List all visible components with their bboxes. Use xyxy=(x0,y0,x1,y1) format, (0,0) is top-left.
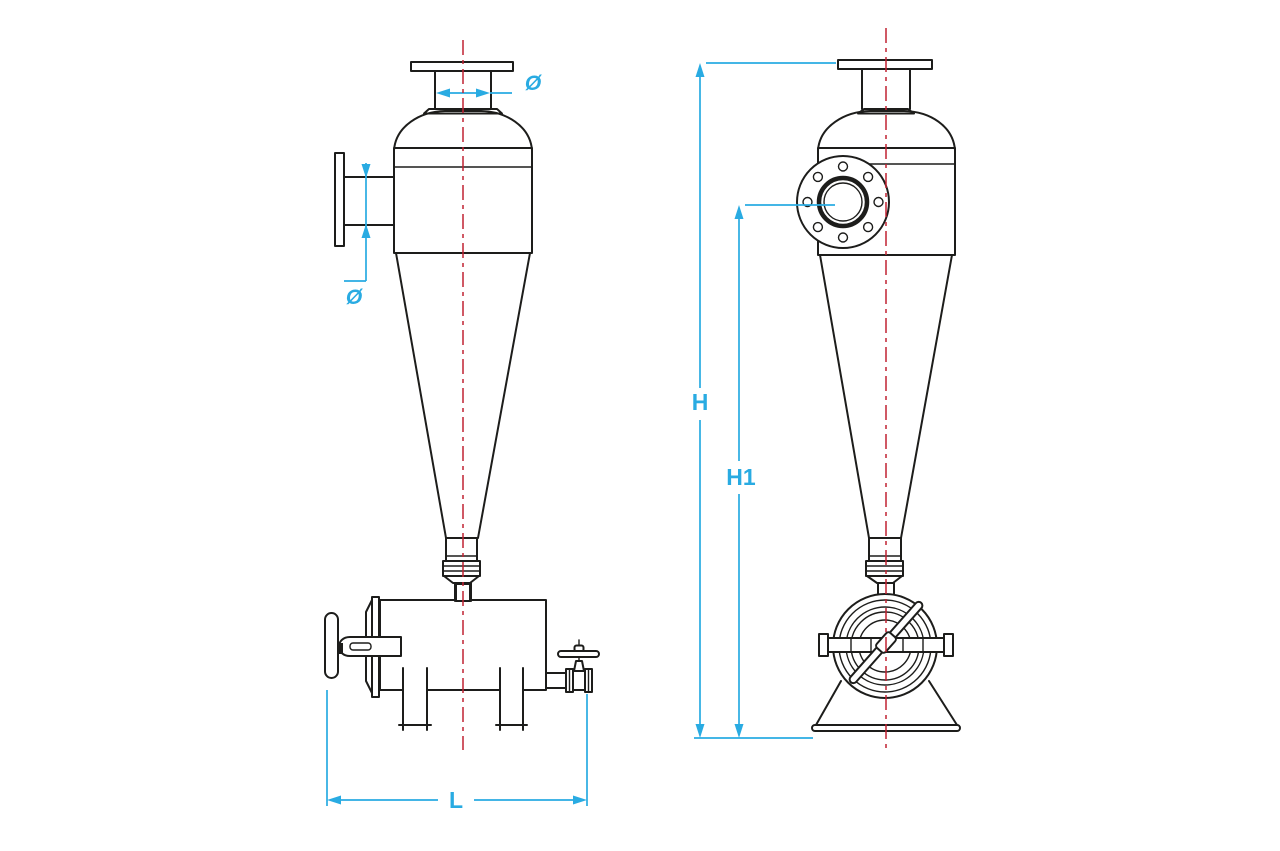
vessel-legs xyxy=(398,667,528,731)
dim-inlet-nozzle-diameter: Ø xyxy=(344,163,371,309)
dim-top-nozzle-diameter: Ø xyxy=(436,72,542,98)
drain-nozzle xyxy=(545,672,568,689)
top-flange-front xyxy=(410,61,514,72)
closure-davit-arm xyxy=(338,636,402,657)
cone-front xyxy=(395,252,531,539)
cyclone-side-view xyxy=(796,59,961,732)
drain-valve xyxy=(557,639,600,693)
dome-head-side xyxy=(817,110,956,151)
top-neck-side xyxy=(861,68,911,110)
closure-handle xyxy=(324,612,339,679)
inlet-pipe-front xyxy=(343,176,395,226)
label-overall-height: H xyxy=(692,389,709,415)
cone-side xyxy=(819,254,953,539)
inlet-bore xyxy=(816,175,870,229)
drop-pipe-front xyxy=(454,582,472,602)
dim-receiver-length-L: L xyxy=(326,690,588,813)
dim-overall-height-H: H xyxy=(692,62,836,738)
label-inlet-diameter: Ø xyxy=(346,286,363,309)
clamp-ferrule-side xyxy=(865,560,904,577)
label-top-diameter: Ø xyxy=(525,72,542,95)
top-flange-side xyxy=(837,59,933,70)
clamp-ferrule-front xyxy=(442,560,481,577)
underflow-stub-front xyxy=(445,537,478,562)
label-inlet-height: H1 xyxy=(726,464,756,490)
cross-bar-lug-right xyxy=(943,633,954,657)
clamp-taper-front xyxy=(443,575,480,584)
davit-slot xyxy=(349,642,372,651)
underflow-stub-side xyxy=(868,537,902,562)
cross-bar-lug-left xyxy=(818,633,829,657)
clamp-taper-side xyxy=(866,575,903,584)
inlet-flange-front xyxy=(334,152,345,247)
top-neck-front xyxy=(434,70,492,110)
cyclone-front-view xyxy=(324,61,600,731)
dim-inlet-height-H1: H1 xyxy=(694,204,835,739)
valve-handwheel xyxy=(557,650,600,658)
inlet-flange-side xyxy=(796,155,890,249)
label-receiver-length: L xyxy=(449,787,463,813)
